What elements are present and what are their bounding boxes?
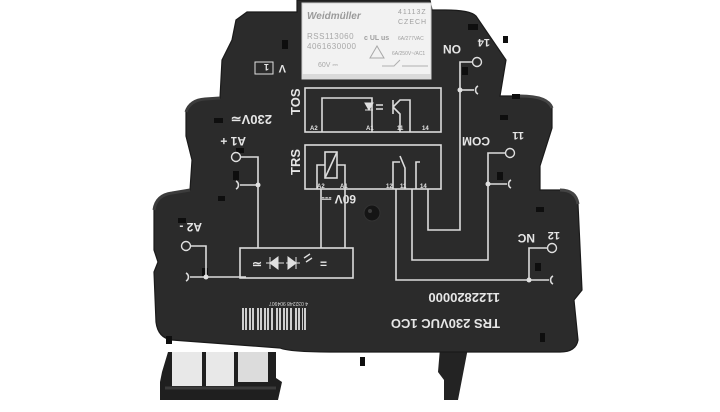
din-rail-clip-right <box>438 348 468 400</box>
ratio-icon-label: V <box>278 62 286 74</box>
sticker-origin: CZECH <box>398 19 427 26</box>
terminal-number-14: 14 <box>477 36 490 48</box>
contact-symbol-icon <box>382 59 428 67</box>
terminal-11-com[interactable] <box>485 147 516 189</box>
part-number: 1122820000 <box>428 290 500 305</box>
trs-schematic: A2 A1 12 11 14 <box>304 144 442 190</box>
svg-text:1: 1 <box>264 62 269 72</box>
terminal-label-com: COM <box>462 134 490 148</box>
terminal-a2[interactable] <box>180 240 247 282</box>
section-label-trs: TRS <box>288 149 303 175</box>
svg-text:≃: ≃ <box>252 257 262 271</box>
terminal-label-nc: NC <box>517 231 535 245</box>
svg-text:14: 14 <box>420 184 427 190</box>
terminal-number-12: 12 <box>548 229 560 241</box>
transistor-icon <box>392 99 411 132</box>
din-rail-clip-left <box>160 352 282 400</box>
svg-text:12: 12 <box>386 184 393 190</box>
relay-housing <box>152 0 583 353</box>
relay-sticker: Weidmüller 41113Z CZECH RSS113060 406163… <box>301 2 432 80</box>
led-diode-icon <box>364 102 374 112</box>
terminal-label-on: ON <box>443 42 461 56</box>
sticker-type: RSS113060 <box>307 32 354 41</box>
svg-text:11: 11 <box>400 184 407 190</box>
svg-text:A1: A1 <box>340 184 348 190</box>
led-icon <box>286 256 300 270</box>
sticker-rating-ac1: 6A/250V~/AC1 <box>392 51 425 57</box>
sticker-code: 41113Z <box>398 9 427 16</box>
sticker-brand: Weidmüller <box>307 11 362 22</box>
section-label-tos: TOS <box>288 88 303 115</box>
housing-slots <box>166 24 545 366</box>
sticker-article: 4061630000 <box>307 42 357 51</box>
input-converter-block: ≃ = <box>239 247 354 279</box>
ratio-icon: 1 V <box>254 61 286 75</box>
terminal-label-a2: A2 - <box>179 220 202 234</box>
tos-schematic: A2 A1 11 14 <box>304 87 442 133</box>
terminal-label-a1: A1 + <box>220 134 246 148</box>
dc-voltage-label: 60V ⎓ <box>321 192 356 206</box>
circuit-traces <box>257 90 529 281</box>
rectifier-diode-icon <box>266 256 284 270</box>
sticker-cert: c UL us <box>364 35 389 42</box>
svg-text:A1: A1 <box>366 126 374 132</box>
svg-text:A2: A2 <box>317 184 325 190</box>
terminal-number-11: 11 <box>512 129 524 141</box>
svg-text:A2: A2 <box>310 126 318 132</box>
terminal-14-on[interactable] <box>457 56 483 95</box>
housing-rivet <box>363 204 381 222</box>
model-label: TRS 230VUC 1CO <box>391 316 500 331</box>
supply-voltage-label: 230V≂ <box>231 112 272 127</box>
sticker-rating-ul: 6A/277VAC <box>398 36 424 42</box>
barcode-text: 4 032248 904907 <box>269 300 308 306</box>
svg-text:=: = <box>320 257 327 271</box>
sticker-coil: 60V ⎓ <box>318 62 338 69</box>
barcode: 4 032248 904907 <box>242 300 312 330</box>
svg-text:14: 14 <box>422 126 429 132</box>
warning-triangle-icon <box>369 45 385 59</box>
svg-text:11: 11 <box>397 126 404 132</box>
changeover-contact-icon <box>392 155 420 189</box>
